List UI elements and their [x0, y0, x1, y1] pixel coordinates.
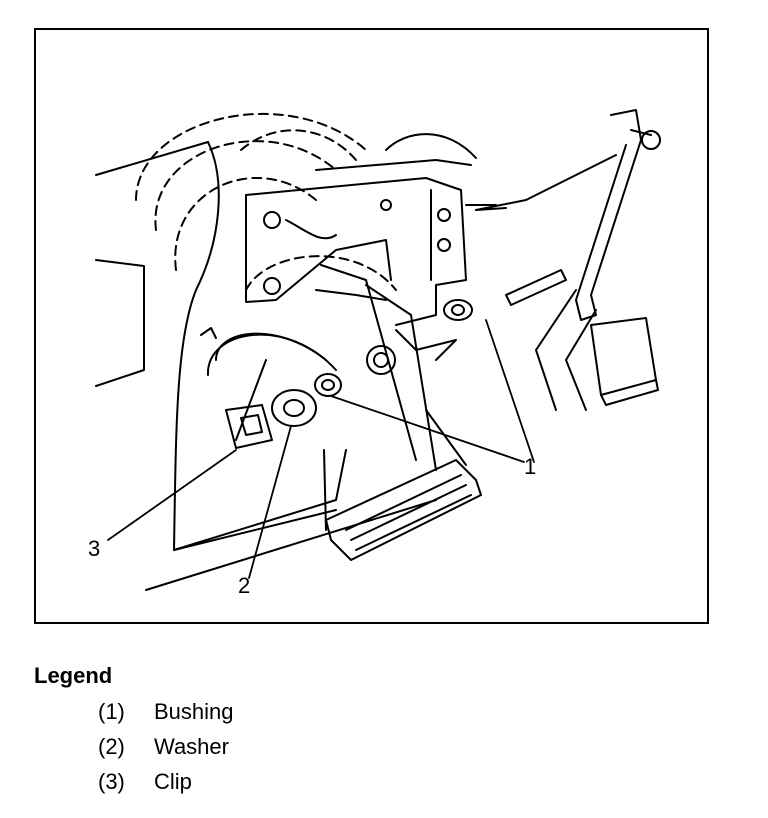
leader-lines — [107, 319, 535, 579]
legend-item-label: Bushing — [154, 699, 234, 724]
firewall-panel — [95, 141, 437, 591]
brake-pedal-lever — [320, 264, 482, 561]
legend-item-label: Washer — [154, 734, 229, 759]
legend-item: (1) Bushing — [98, 698, 234, 733]
legend-item: (3) Clip — [98, 768, 234, 803]
hidden-outline-dashed — [135, 112, 397, 291]
legend-item-number: (3) — [98, 769, 125, 794]
washer-part — [271, 389, 317, 427]
legend-item-number: (1) — [98, 699, 125, 724]
brake-pedal-assembly-figure: 1 2 3 — [34, 28, 709, 624]
legend-title: Legend — [34, 663, 113, 688]
pedal-assembly-drawing — [95, 109, 661, 591]
callout-3: 3 — [88, 536, 101, 561]
legend-item-number: (2) — [98, 734, 125, 759]
callout-2: 2 — [238, 573, 251, 598]
bushing-parts — [314, 299, 473, 397]
pedal-arm — [475, 109, 661, 411]
clip-part — [200, 327, 337, 449]
pedal-bracket — [245, 133, 507, 326]
legend-item-label: Clip — [154, 769, 192, 794]
legend-list: (1) Bushing (2) Washer (3) Clip — [98, 698, 234, 803]
legend-item: (2) Washer — [98, 733, 234, 768]
callout-1: 1 — [524, 454, 537, 479]
